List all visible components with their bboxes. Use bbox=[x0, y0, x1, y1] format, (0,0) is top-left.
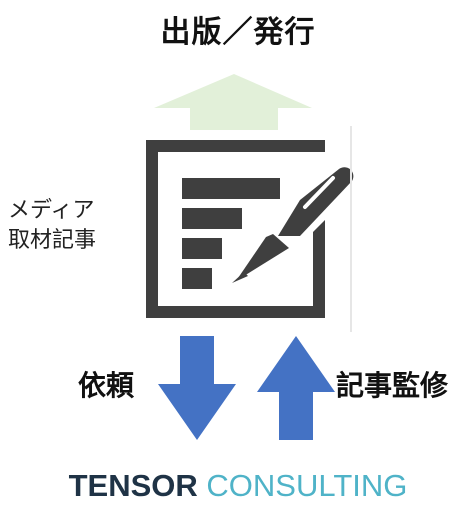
article-supervision-label: 記事監修 bbox=[336, 369, 449, 402]
brand-logo: TENSOR CONSULTING bbox=[0, 464, 476, 508]
publish-label: 出版／発行 bbox=[160, 15, 316, 50]
request-label: 依頼 bbox=[78, 369, 135, 402]
brand-word-consulting: CONSULTING bbox=[206, 468, 408, 503]
publish-arrow-up bbox=[154, 74, 312, 130]
media-label-line2: 取材記事 bbox=[8, 228, 97, 253]
media-article-label: メディア 取材記事 bbox=[8, 196, 138, 256]
supervise-arrow-up bbox=[257, 336, 335, 440]
media-label-line1: メディア bbox=[8, 198, 95, 223]
icon-frame-edge bbox=[350, 126, 352, 332]
request-arrow-down bbox=[158, 336, 236, 440]
document-with-pen-icon bbox=[146, 140, 354, 318]
brand-word-tensor: TENSOR bbox=[68, 468, 198, 503]
